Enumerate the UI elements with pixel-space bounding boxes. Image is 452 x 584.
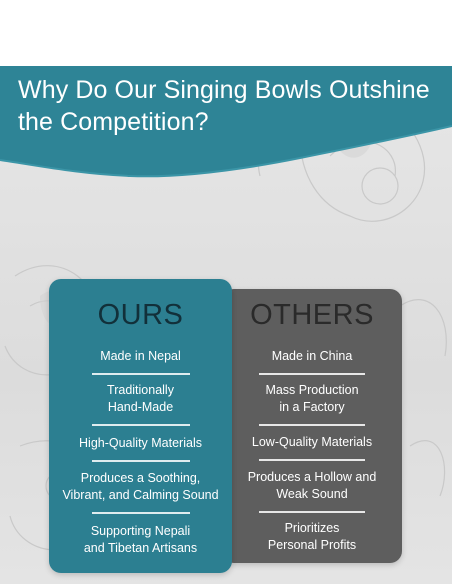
others-item-3-text: Low-Quality Materials bbox=[251, 435, 373, 449]
others-item-5-line1: Prioritizes bbox=[284, 521, 340, 535]
others-item-1: Made in China bbox=[222, 348, 402, 365]
ours-divider-1 bbox=[92, 373, 190, 375]
others-divider-2 bbox=[259, 424, 365, 426]
others-divider-4 bbox=[259, 511, 365, 513]
ours-divider-3 bbox=[92, 460, 190, 462]
ours-item-2-line2: Hand-Made bbox=[107, 400, 174, 414]
header-wave-shape bbox=[0, 66, 452, 178]
ours-card: OURS Made in Nepal Traditionally Hand-Ma… bbox=[49, 279, 232, 573]
others-item-5-line2: Personal Profits bbox=[267, 538, 357, 552]
others-item-2: Mass Production in a Factory bbox=[222, 382, 402, 416]
others-divider-3 bbox=[259, 459, 365, 461]
ours-item-1: Made in Nepal bbox=[49, 348, 232, 365]
ours-item-5-line1: Supporting Nepali bbox=[90, 524, 191, 538]
others-item-1-text: Made in China bbox=[271, 349, 353, 363]
page-title: Why Do Our Singing Bowls Outshine the Co… bbox=[18, 76, 430, 136]
others-divider-1 bbox=[259, 373, 365, 375]
ours-divider-2 bbox=[92, 424, 190, 426]
ours-item-5-line2: and Tibetan Artisans bbox=[83, 541, 198, 555]
ours-heading: OURS bbox=[97, 299, 184, 331]
ours-item-1-text: Made in Nepal bbox=[100, 349, 181, 363]
ours-item-2-line1: Traditionally bbox=[107, 383, 174, 397]
others-item-2-line2: in a Factory bbox=[279, 400, 345, 414]
ours-item-5: Supporting Nepali and Tibetan Artisans bbox=[49, 523, 232, 557]
ours-item-4-line2: Vibrant, and Calming Sound bbox=[62, 488, 219, 502]
others-item-4: Produces a Hollow and Weak Sound bbox=[222, 469, 402, 503]
ours-item-4-line1: Produces a Soothing, bbox=[80, 471, 201, 485]
ours-divider-4 bbox=[92, 512, 190, 514]
ours-item-3-text: High-Quality Materials bbox=[79, 436, 202, 450]
ours-item-2: Traditionally Hand-Made bbox=[49, 382, 232, 416]
ours-item-4: Produces a Soothing, Vibrant, and Calmin… bbox=[49, 470, 232, 504]
others-item-4-line1: Produces a Hollow and bbox=[247, 470, 377, 484]
others-item-3: Low-Quality Materials bbox=[222, 434, 402, 451]
others-item-2-line1: Mass Production bbox=[265, 383, 359, 397]
others-heading: OTHERS bbox=[250, 299, 374, 331]
others-item-4-line2: Weak Sound bbox=[276, 487, 348, 501]
others-card: OTHERS Made in China Mass Production in … bbox=[222, 289, 402, 563]
others-item-5: Prioritizes Personal Profits bbox=[222, 520, 402, 554]
ours-item-3: High-Quality Materials bbox=[49, 435, 232, 452]
comparison-banner: Why Do Our Singing Bowls Outshine the Co… bbox=[0, 66, 452, 584]
